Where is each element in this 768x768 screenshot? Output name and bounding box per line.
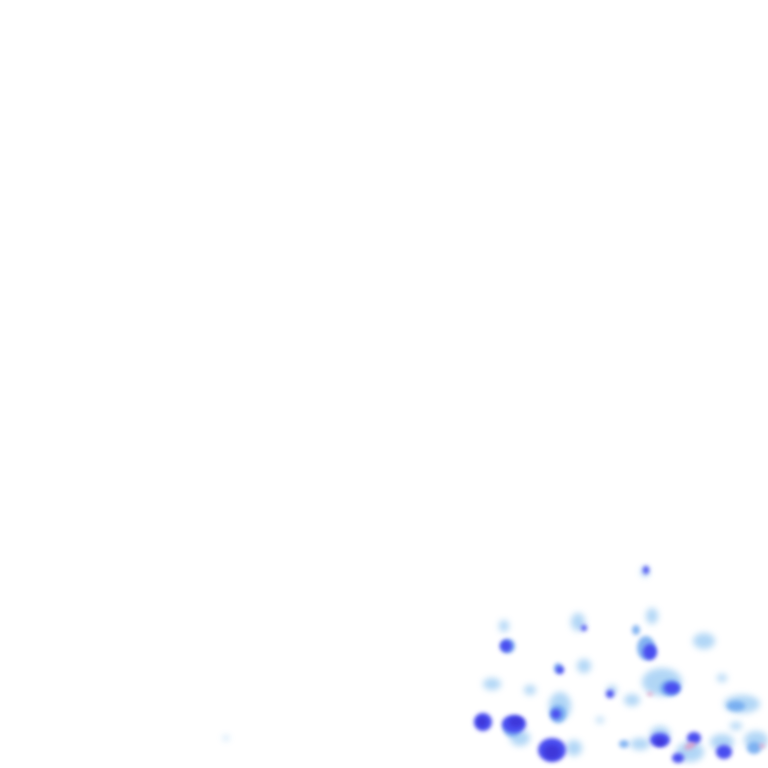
precip-cell xyxy=(759,744,765,748)
precip-very-heavy-cells xyxy=(477,717,665,759)
precip-cell xyxy=(684,742,696,750)
precip-cell xyxy=(672,753,684,763)
precip-cell xyxy=(566,740,582,756)
precip-extreme-cells xyxy=(647,692,765,750)
precip-cell xyxy=(716,745,732,759)
precip-cell xyxy=(577,659,591,673)
precip-cell xyxy=(581,625,587,631)
precip-cell xyxy=(477,717,487,727)
precip-cell xyxy=(499,620,509,632)
precip-cell xyxy=(693,633,715,649)
precip-cell xyxy=(544,745,560,759)
precip-cell xyxy=(556,666,564,674)
precip-light-cells xyxy=(223,567,768,762)
precip-cell xyxy=(727,701,745,711)
precip-cell xyxy=(551,709,561,719)
precip-cell xyxy=(509,717,523,727)
precip-cell xyxy=(643,566,649,574)
precip-cell xyxy=(483,678,501,690)
precip-cell xyxy=(646,608,658,624)
precip-cell xyxy=(500,640,512,652)
precip-cell xyxy=(596,717,604,723)
precip-cell xyxy=(687,732,701,744)
precip-cell xyxy=(655,738,665,746)
precip-heavy-cells xyxy=(474,566,732,763)
precip-cell xyxy=(524,685,536,695)
precip-cell xyxy=(632,625,640,635)
precip-cell xyxy=(664,682,680,694)
precip-cell xyxy=(606,690,614,698)
precip-cell xyxy=(717,674,727,682)
precip-cell xyxy=(624,694,640,706)
precip-cell xyxy=(630,738,650,750)
precip-cell xyxy=(619,740,629,748)
precip-cell xyxy=(223,736,229,740)
precip-cell xyxy=(730,722,742,730)
precip-cell xyxy=(643,644,657,660)
precip-cell xyxy=(647,692,653,696)
precip-cell xyxy=(747,742,761,754)
